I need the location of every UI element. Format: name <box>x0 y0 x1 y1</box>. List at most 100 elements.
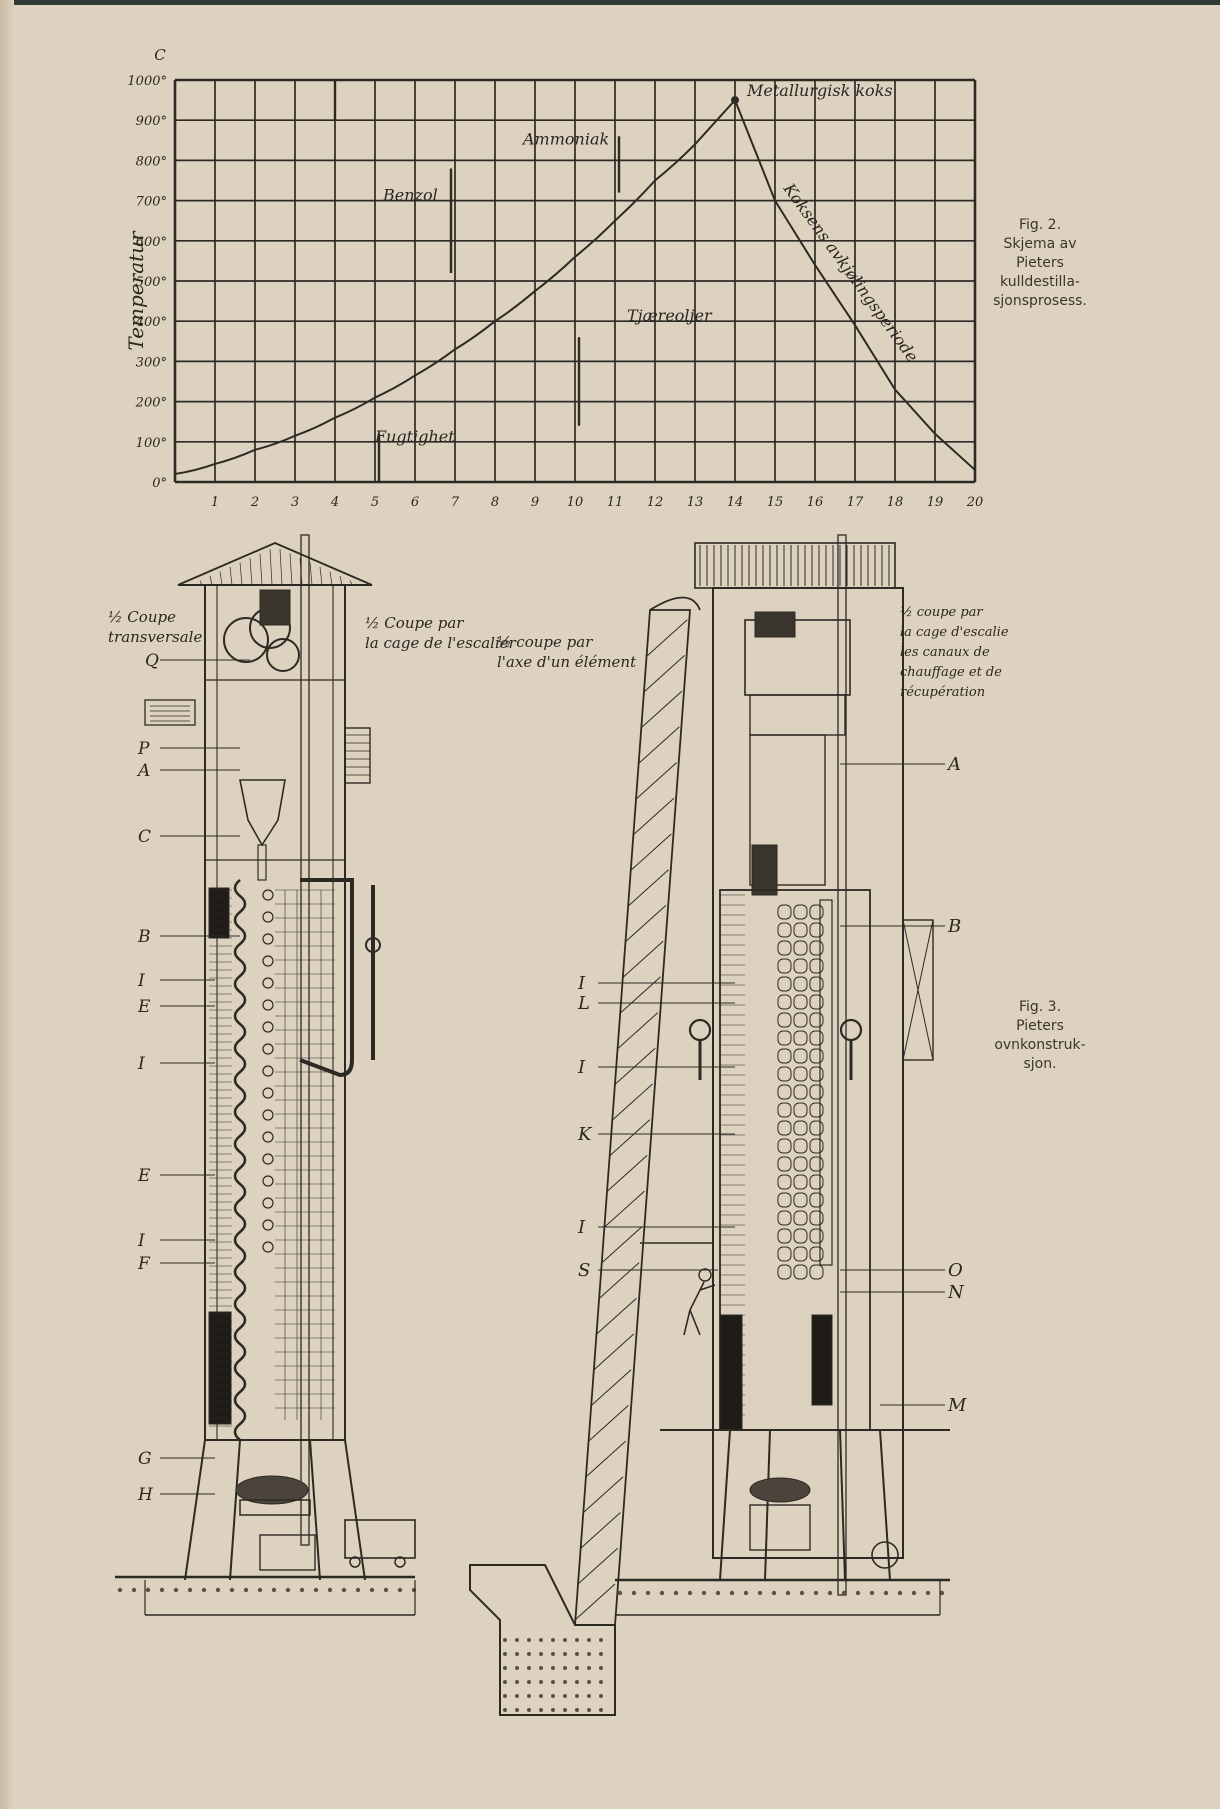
right-retort-cell <box>793 1048 808 1064</box>
ground-gravel <box>757 1590 763 1596</box>
fig2-caption-line: sjonsprosess. <box>993 293 1087 309</box>
right-retort-cell <box>793 1210 808 1226</box>
conveyor-brace <box>614 1047 656 1085</box>
right-upper-chamber <box>749 734 826 886</box>
left-top-wheel <box>266 638 300 672</box>
pit-gravel <box>539 1638 543 1642</box>
right-pit <box>469 1564 616 1716</box>
ground-gravel <box>925 1590 931 1596</box>
y-tick-label: 400° <box>135 315 167 330</box>
ground-gravel <box>631 1590 637 1596</box>
right-retort-cell <box>809 1120 824 1136</box>
left-hopper <box>239 779 286 847</box>
roof-hatch <box>219 571 223 586</box>
pit-gravel <box>551 1694 555 1698</box>
pit-gravel <box>527 1666 531 1670</box>
right-leg <box>719 1429 731 1581</box>
y-tick-label: 500° <box>136 275 167 290</box>
right-chimney-pipe <box>837 534 847 1596</box>
pit-gravel <box>575 1708 579 1712</box>
pit-gravel <box>563 1680 567 1684</box>
right-retort-cell <box>777 1156 792 1172</box>
left-coke-pile <box>235 1475 309 1505</box>
right-retort-cell <box>777 994 792 1010</box>
pit-gravel <box>587 1652 591 1656</box>
ground-gravel <box>145 1587 151 1593</box>
right-retort-cell <box>793 976 808 992</box>
pit-gravel <box>575 1652 579 1656</box>
ground-gravel <box>687 1590 693 1596</box>
roof-hatch <box>319 566 323 586</box>
ground-gravel <box>673 1590 679 1596</box>
right-retort-cell <box>777 1030 792 1046</box>
right-heating-channel <box>819 899 833 1266</box>
fig2-caption-line: kulldestilla- <box>1000 274 1080 290</box>
right-retort-cell <box>777 958 792 974</box>
annotation-label: Benzol <box>382 186 438 205</box>
conveyor-brace <box>588 1405 629 1442</box>
x-tick-label: 6 <box>411 495 419 510</box>
right-retort-cell <box>809 1264 824 1280</box>
right-retort-cell <box>777 1084 792 1100</box>
conveyor-brace <box>620 976 661 1014</box>
left-flue-circle <box>262 1153 274 1165</box>
right-retort-cell <box>777 1210 792 1226</box>
right-leg <box>879 1429 891 1581</box>
x-tick-label: 11 <box>607 495 624 510</box>
left-flue-circle <box>262 1219 274 1231</box>
fig2-chart: 0°100°200°300°400°500°600°700°800°900°10… <box>124 46 983 510</box>
page-top-border <box>0 0 1220 5</box>
x-tick-label: 17 <box>847 495 864 510</box>
x-tick-label: 13 <box>687 495 704 510</box>
right-black-block <box>719 1314 743 1431</box>
pit-gravel <box>527 1694 531 1698</box>
pit-gravel <box>551 1652 555 1656</box>
conveyor-brace <box>609 1119 651 1157</box>
left-flue-circle <box>262 933 274 945</box>
ground-gravel <box>201 1587 207 1593</box>
left-flue-circle <box>262 1175 274 1187</box>
x-tick-label: 5 <box>371 495 379 510</box>
right-retort-cell <box>793 940 808 956</box>
right-retort-cell <box>809 1012 824 1028</box>
conveyor-brace <box>628 869 669 907</box>
left-leg <box>184 1439 206 1581</box>
right-leg <box>839 1429 846 1581</box>
left-cart-wheel <box>394 1556 406 1568</box>
right-retort-cell <box>793 994 808 1010</box>
conveyor-brace <box>646 619 688 657</box>
ground-gravel <box>911 1590 917 1596</box>
left-heading-coupe-axe: ½ coupe par <box>497 633 593 651</box>
conveyor-brace <box>622 940 664 978</box>
left-roof <box>177 542 373 586</box>
left-callout-label: F <box>137 1254 151 1274</box>
pit-gravel <box>599 1666 603 1670</box>
right-retort-cell <box>809 1066 824 1082</box>
right-retort-cell <box>793 958 808 974</box>
right-retort-cell <box>809 1048 824 1064</box>
inclined-conveyor <box>574 609 691 1626</box>
annotation-label: Tjæreoljer <box>627 306 713 325</box>
left-flue-circle <box>262 911 274 923</box>
right-retort-cell <box>809 958 824 974</box>
ground-gravel <box>215 1587 221 1593</box>
right-retort-cell <box>793 1084 808 1100</box>
right-retort-cell <box>793 1066 808 1082</box>
ground-gravel <box>327 1587 333 1593</box>
x-tick-label: 12 <box>647 495 664 510</box>
right-retort-cell <box>777 1228 792 1244</box>
conveyor-brace <box>636 762 677 799</box>
conveyor-brace <box>604 1190 645 1228</box>
conveyor-brace <box>606 1155 648 1192</box>
roof-hatch <box>339 575 343 586</box>
fig3-caption-line: Pieters <box>1016 1018 1064 1034</box>
x-tick-label: 14 <box>727 495 744 510</box>
ground-gravel <box>369 1587 375 1593</box>
right-retort-cell <box>793 1120 808 1136</box>
left-top-wheel <box>223 617 269 663</box>
pit-gravel <box>515 1666 519 1670</box>
conveyor-brace <box>625 905 667 942</box>
y-tick-label: 0° <box>152 476 167 491</box>
right-retort-cell <box>793 1246 808 1262</box>
